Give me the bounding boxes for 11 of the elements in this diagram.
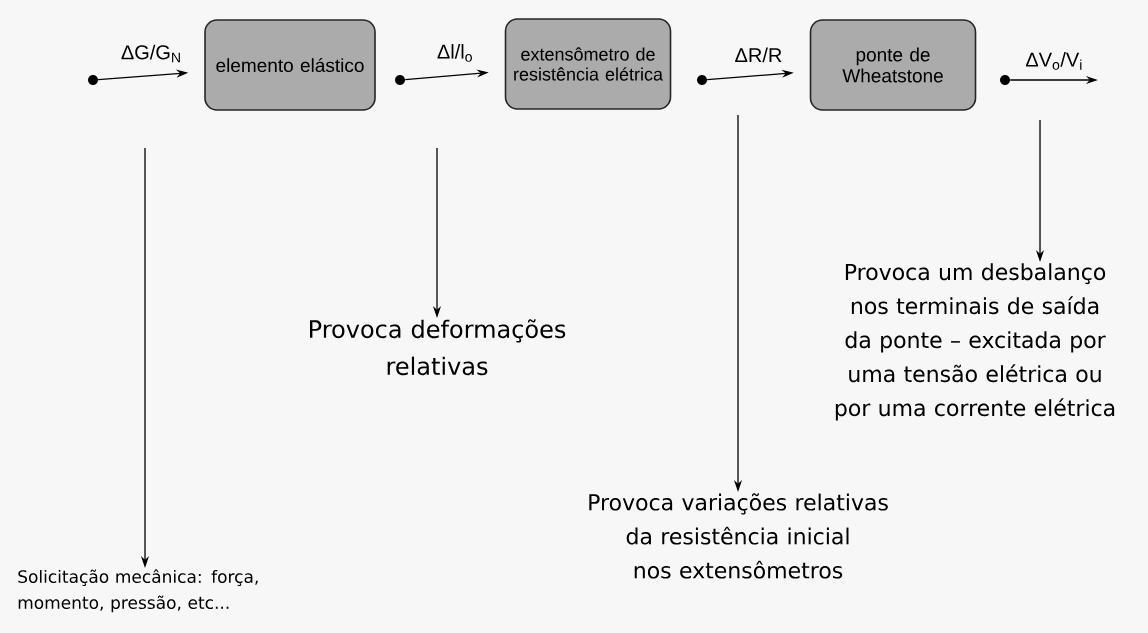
edge-label: ΔR/R [735,47,782,63]
description-text: Solicitação mecânica: força, momento, pressão, etc... [18,569,258,613]
process-box: extensômetro de resistência elétrica [504,18,672,110]
description-text: Provoca um desbalanço nos terminais de saída da ponte – excitada por uma tensão elétrica ou por uma corrente elétrica [835,263,1115,421]
description-text: Provoca variações relativas da resistência inicial nos extensômetros [589,493,888,579]
description-text: Provoca deformações relativas [310,319,566,376]
edge-label: ΔG/G$_{N}$ [121,44,180,63]
process-box: elemento elástico [204,19,376,111]
process-box: ponte de Wheatstone [809,19,977,111]
edge-label: ΔV$_{o}$/V$_{i}$ [1025,52,1082,70]
edge-label: Δl/l$_{o}$ [437,44,472,62]
